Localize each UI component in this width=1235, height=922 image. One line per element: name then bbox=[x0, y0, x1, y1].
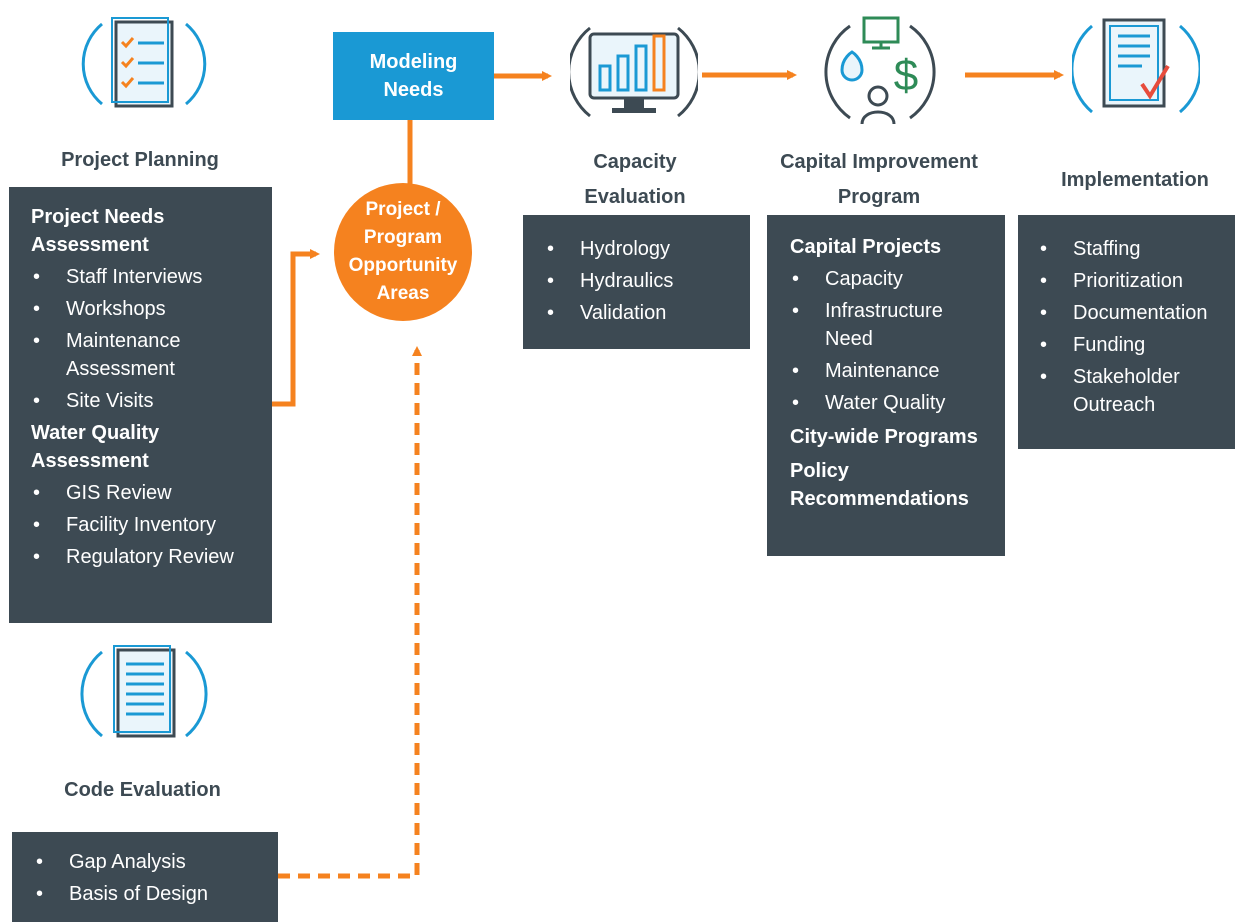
modeling-needs-label: Modeling Needs bbox=[369, 51, 458, 101]
list-item: Funding bbox=[1038, 331, 1229, 359]
project-needs-list: Staff Interviews Workshops Maintenance A… bbox=[31, 263, 262, 415]
group-heading: Policy Recommendations bbox=[790, 460, 969, 510]
list-item: Hydraulics bbox=[545, 267, 740, 295]
checklist-icon bbox=[81, 17, 207, 108]
opportunity-areas-label: Project / Program Opportunity Areas bbox=[348, 199, 458, 304]
list-item: Basis of Design bbox=[34, 880, 268, 908]
list-item: Staffing bbox=[1038, 235, 1229, 263]
list-item: Site Visits bbox=[31, 387, 262, 415]
list-item: Documentation bbox=[1038, 299, 1229, 327]
implementation-box: Staffing Prioritization Documentation Fu… bbox=[1018, 215, 1235, 449]
list-item: Water Quality bbox=[790, 389, 995, 417]
capital-improvement-box: Capital Projects Capacity Infrastructure… bbox=[767, 215, 1005, 556]
list-item: Regulatory Review bbox=[31, 543, 262, 571]
implementation-list: Staffing Prioritization Documentation Fu… bbox=[1038, 235, 1229, 419]
code-evaluation-title: Code Evaluation bbox=[64, 779, 221, 801]
group-heading: Water Quality Assessment bbox=[31, 422, 160, 472]
water-quality-list: GIS Review Facility Inventory Regulatory… bbox=[31, 479, 262, 571]
capacity-evaluation-list: Hydrology Hydraulics Validation bbox=[545, 235, 740, 327]
modeling-needs-box: Modeling Needs bbox=[333, 32, 494, 120]
list-item: Maintenance bbox=[790, 357, 995, 385]
list-item: Facility Inventory bbox=[31, 511, 262, 539]
capital-projects-list: Capacity Infrastructure Need Maintenance… bbox=[790, 265, 995, 417]
implementation-title: Implementation bbox=[1061, 169, 1209, 191]
document-icon bbox=[80, 645, 208, 738]
document-checkmark-icon bbox=[1072, 18, 1200, 114]
list-item: Hydrology bbox=[545, 235, 740, 263]
group-heading: City-wide Programs bbox=[790, 426, 978, 448]
group-heading: Capital Projects bbox=[790, 236, 942, 258]
arrow-code-to-circle bbox=[278, 346, 422, 879]
monitor-bar-chart-icon bbox=[570, 26, 698, 118]
list-item: Workshops bbox=[31, 295, 262, 323]
capacity-evaluation-title: Capacity Evaluation bbox=[584, 151, 686, 208]
capacity-evaluation-box: Hydrology Hydraulics Validation bbox=[523, 215, 750, 349]
list-item: Infrastructure Need bbox=[790, 297, 965, 353]
water-money-people-icon: $ bbox=[824, 16, 936, 125]
list-item: Gap Analysis bbox=[34, 848, 268, 876]
group-heading: Project Needs Assessment bbox=[31, 206, 165, 256]
svg-text:$: $ bbox=[894, 51, 918, 100]
list-item: Validation bbox=[545, 299, 740, 327]
capital-improvement-title: Capital Improvement Program bbox=[780, 151, 978, 208]
arrow-planning-to-circle bbox=[272, 249, 320, 407]
list-item: Staff Interviews bbox=[31, 263, 262, 291]
code-evaluation-list: Gap Analysis Basis of Design bbox=[34, 848, 268, 908]
project-planning-box: Project Needs Assessment Staff Interview… bbox=[9, 187, 272, 623]
list-item: Capacity bbox=[790, 265, 995, 293]
list-item: Prioritization bbox=[1038, 267, 1229, 295]
opportunity-areas-circle: Project / Program Opportunity Areas bbox=[334, 183, 472, 321]
project-planning-title: Project Planning bbox=[61, 149, 219, 171]
code-evaluation-box: Gap Analysis Basis of Design bbox=[12, 832, 278, 922]
list-item: Maintenance Assessment bbox=[31, 327, 262, 383]
list-item: GIS Review bbox=[31, 479, 262, 507]
list-item: Stakeholder Outreach bbox=[1038, 363, 1193, 419]
